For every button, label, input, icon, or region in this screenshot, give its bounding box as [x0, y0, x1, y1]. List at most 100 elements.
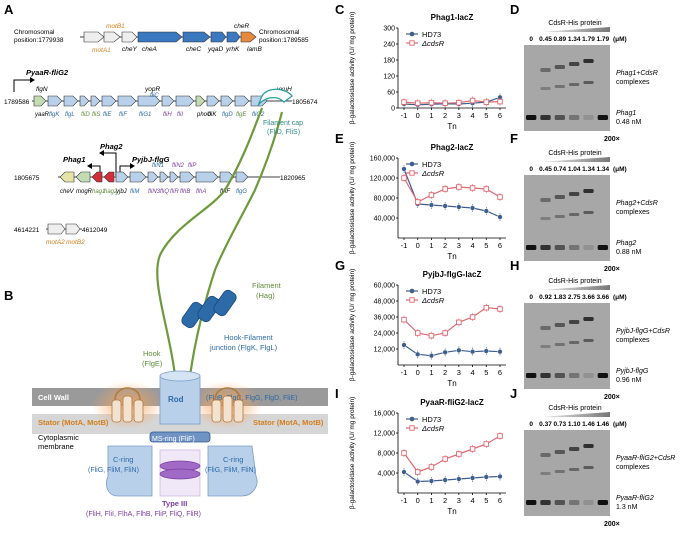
- gel-body: [524, 430, 610, 516]
- lane-concentration: 0: [529, 166, 533, 173]
- x-tick-label: 0: [416, 368, 420, 377]
- row4-right-coord: 4612049: [82, 227, 108, 234]
- gel-body: [524, 45, 610, 131]
- complex-band: [583, 339, 594, 342]
- gene-shape-row2: [63, 95, 79, 107]
- gel-unit: (μM): [613, 294, 627, 301]
- gene-label-row2: phoU: [196, 112, 212, 118]
- complex-label: Phag2+CdsR: [616, 200, 658, 207]
- legend-label: ΔcdsR: [421, 296, 445, 305]
- gene-label-row2: yaaR: [34, 112, 50, 118]
- complex-label-2: complexes: [616, 79, 650, 86]
- gene-label-cheC: cheC: [186, 46, 201, 53]
- x-tick-label: 6: [498, 496, 502, 505]
- complex-band: [554, 470, 565, 473]
- gene-row-2: PyaaR-fliG2 1789586 1805674 flgN yopR fl…: [4, 68, 318, 118]
- gene-label-row2: flgK: [49, 112, 60, 118]
- excess-label: 200×: [604, 266, 620, 273]
- gel-unit: (μM): [613, 166, 627, 173]
- row2-left-coord: 1789586: [4, 99, 30, 106]
- complex-band: [554, 65, 565, 69]
- complex-band: [583, 211, 594, 214]
- data-point: [414, 469, 421, 475]
- type-iii-label: Type III: [162, 499, 187, 508]
- lane-concentration: 1.34: [582, 166, 595, 173]
- complex-label-2: complexes: [616, 464, 650, 471]
- gene-label-row2: fliI: [177, 112, 183, 118]
- lane-concentration: 0.73: [554, 421, 567, 428]
- promoter-label-hag2: Phag2: [100, 142, 123, 151]
- complex-band: [540, 326, 551, 330]
- filament-cap-shape: [257, 88, 293, 107]
- lane-concentration: 2.75: [568, 294, 581, 301]
- gene-label-cheR: cheR: [234, 23, 249, 30]
- x-tick-label: -1: [401, 241, 408, 250]
- gene-label-motB2: motB2: [66, 239, 85, 246]
- filament-sub: (Hag): [256, 291, 275, 300]
- panel-letter-j: J: [510, 386, 517, 401]
- gene-label-row2: flgE: [236, 112, 247, 118]
- gel-header: CdsR-His protein: [548, 405, 601, 412]
- panel-b-flagellum: Cell Wall Cytoplasmic membrane Filament …: [32, 88, 328, 518]
- gene-label-row3: mogR: [76, 189, 93, 195]
- x-tick-label: -1: [401, 111, 408, 120]
- y-tick-label: 80,000: [374, 196, 396, 203]
- y-tick-label: 0: [391, 106, 395, 113]
- gene-label-yqaD: yqaD: [207, 46, 223, 53]
- hook-label: Hook: [143, 349, 161, 358]
- y-tick-label: 36,000: [374, 315, 396, 322]
- gene-yrhK-shape: [226, 31, 241, 43]
- data-point: [456, 184, 462, 190]
- complex-band: [540, 198, 551, 202]
- data-point: [469, 205, 476, 211]
- row1-left-pos-line1: Chromosomal: [14, 29, 55, 36]
- rod-label: Rod: [168, 395, 184, 404]
- gene-label-row3: fliN3: [148, 189, 161, 195]
- data-point: [442, 349, 448, 355]
- legend-marker: [409, 416, 415, 422]
- data-point: [401, 316, 407, 323]
- excess-label: 200×: [604, 136, 620, 143]
- free-probe-band: [583, 245, 594, 250]
- gradient-triangle: [540, 285, 610, 290]
- stator-right-label: Stator (MotA, MotB): [253, 418, 324, 427]
- chart-xlabel: Tn: [447, 252, 456, 261]
- chart-xlabel: Tn: [447, 379, 456, 388]
- x-tick-label: 1: [429, 111, 433, 120]
- complex-band: [554, 343, 565, 346]
- panel-letter-i: I: [335, 386, 339, 401]
- free-probe-label: Phag1: [616, 110, 636, 117]
- promoter-label-yaaR: PyaaR-fliG2: [26, 68, 69, 77]
- data-point: [401, 469, 407, 475]
- chart-ylabel: β-galactosidase activity (U/ mg protein): [349, 142, 356, 254]
- gene-label-row2: flgD: [222, 112, 233, 118]
- gradient-triangle: [540, 27, 610, 32]
- y-tick-label: 8,000: [377, 451, 395, 458]
- gene-shape-row3: [115, 171, 129, 183]
- gradient-triangle: [540, 412, 610, 417]
- lane-concentration: 1.83: [554, 294, 567, 301]
- complex-band: [540, 345, 551, 348]
- chart-title: Phag2-lacZ: [431, 143, 474, 152]
- lane-concentration: 1.79: [582, 36, 595, 43]
- gene-lamB-shape: [240, 31, 257, 43]
- complex-band: [583, 444, 594, 448]
- complex-band: [583, 189, 594, 193]
- free-probe-label: Phag2: [616, 240, 636, 247]
- x-tick-label: 3: [457, 368, 461, 377]
- data-point: [414, 199, 421, 205]
- chart-ylabel: β-galactosidase activity (U/ mg protein): [349, 12, 356, 124]
- ms-ring-shape: [149, 431, 211, 443]
- gene-shape-row3: [103, 171, 115, 183]
- gene-label-row3: fliQ: [160, 189, 169, 195]
- gene-shape-row2: [220, 95, 234, 107]
- x-tick-label: 6: [498, 241, 502, 250]
- y-tick-label: 160,000: [370, 156, 395, 163]
- panel-letter-a: A: [4, 2, 14, 17]
- gene-row-3: Phag2 Phag1 PyjbJ-flgG 1805675 1820965 f…: [14, 142, 306, 195]
- gene-label-motA2: motA2: [46, 239, 65, 246]
- gene-shape-row3: [59, 171, 75, 183]
- row1-left-pos-line2: position:1779938: [14, 37, 64, 44]
